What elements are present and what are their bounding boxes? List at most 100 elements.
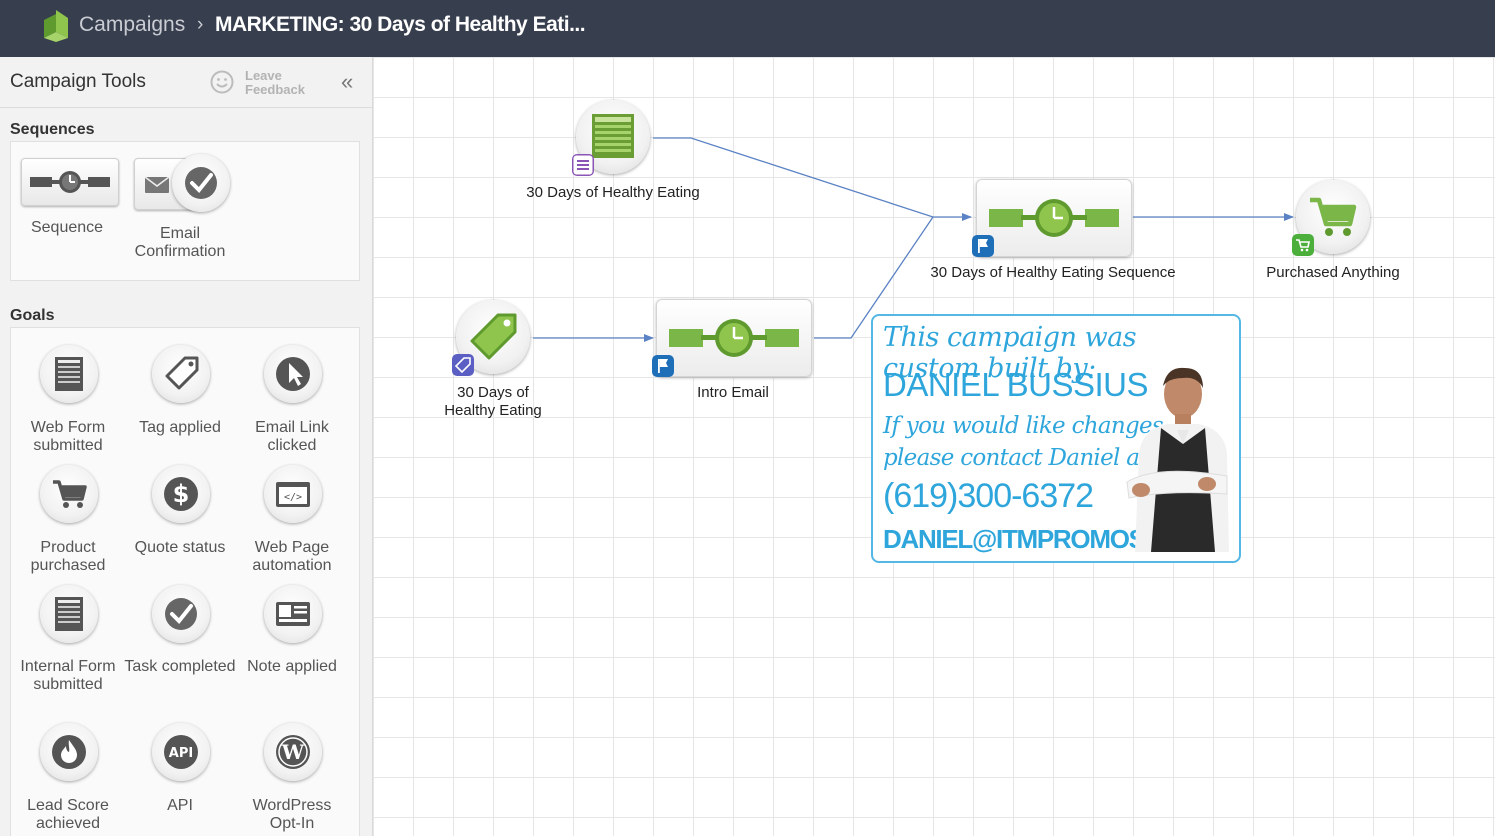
promo-heading: This campaign was custom built by: (883, 322, 1137, 384)
promo-text-line: please contact Daniel at: (883, 445, 1156, 471)
cart-icon (53, 480, 87, 508)
sidebar-title: Campaign Tools (10, 71, 146, 92)
tool-label: Lead Score achieved (27, 797, 109, 832)
campaign-builder-canvas[interactable]: 30 Days of Healthy Eating 30 Days of Hea… (373, 57, 1495, 836)
tool-api[interactable]: API API (124, 706, 236, 836)
node-label: Purchased Anything (1266, 264, 1400, 281)
web-form-icon (592, 114, 634, 158)
goals-panel: Web Form submitted Tag applied Email Lin… (10, 327, 360, 836)
tool-circle: W (264, 723, 322, 781)
promo-phone: (619)300-6372 (883, 477, 1094, 515)
tool-task-completed[interactable]: Task completed (124, 568, 236, 698)
connector-lines (533, 137, 1294, 342)
tool-circle (264, 345, 322, 403)
top-header: Campaigns › MARKETING: 30 Days of Health… (0, 0, 1495, 57)
node-label: 30 Days of Healthy Eating Sequence (930, 264, 1176, 281)
breadcrumb-current-campaign: MARKETING: 30 Days of Healthy Eati... (215, 13, 586, 36)
node-main-sequence[interactable] (972, 179, 1132, 257)
sequences-heading: Sequences (10, 121, 95, 138)
node-circle (456, 300, 530, 374)
wordpress-icon: W (276, 735, 310, 769)
flag-badge-icon (972, 235, 994, 257)
svg-text:API: API (169, 746, 193, 761)
tool-label: Note applied (247, 658, 337, 675)
tool-tag-applied[interactable]: Tag applied (124, 328, 236, 458)
checkmark-icon (185, 167, 217, 199)
cart-icon (1310, 197, 1357, 236)
tool-label: API (167, 797, 193, 814)
tool-label: Web Page automation (252, 539, 332, 574)
tag-icon (165, 356, 199, 390)
form-badge-icon (572, 154, 594, 176)
checkmark-icon (165, 598, 197, 630)
contact-card-icon (276, 602, 310, 626)
node-tag-goal[interactable] (452, 300, 532, 380)
node-label: 30 Days of Healthy Eating (526, 184, 700, 201)
web-form-icon (55, 357, 83, 391)
tool-sequence[interactable]: Sequence (11, 142, 123, 272)
tool-email-confirmation[interactable]: Email Confirmation (124, 142, 236, 272)
node-label: Intro Email (697, 384, 769, 401)
node-circle (576, 100, 650, 174)
tool-note-applied[interactable]: Note applied (236, 568, 348, 698)
promo-author-name: DANIEL BUSSIUS (883, 366, 1149, 403)
sidebar-header: Campaign Tools Leave Feedback « (0, 57, 372, 108)
svg-text:$: $ (173, 480, 190, 508)
sequence-clock-icon (30, 171, 110, 193)
tool-circle (40, 585, 98, 643)
tool-web-page-automation[interactable]: </> Web Page automation (236, 448, 348, 578)
cursor-icon (276, 357, 310, 391)
sequence-box (976, 179, 1132, 257)
tool-circle: $ (152, 465, 210, 523)
dollar-icon: $ (164, 477, 198, 511)
node-intro-sequence[interactable] (652, 299, 812, 377)
tool-label: Product purchased (30, 539, 106, 574)
tool-web-form-submitted[interactable]: Web Form submitted (12, 328, 124, 458)
web-page-code-icon: </> (276, 482, 310, 507)
tool-circle: API (152, 723, 210, 781)
node-webform-goal[interactable] (572, 100, 652, 180)
tool-wordpress-opt-in[interactable]: W WordPress Opt-In (236, 706, 348, 836)
leave-feedback-link[interactable]: Leave Feedback (245, 68, 305, 97)
sequences-panel: Sequence Email Confirmation (10, 141, 360, 281)
breadcrumb-separator: › (197, 14, 204, 35)
smiley-feedback-icon[interactable] (210, 70, 234, 94)
tag-icon (470, 313, 517, 360)
node-purchase-goal[interactable] (1292, 180, 1372, 260)
tool-circle (264, 585, 322, 643)
cart-badge-icon (1292, 234, 1314, 256)
breadcrumb-campaigns[interactable]: Campaigns (79, 13, 186, 36)
tool-product-purchased[interactable]: Product purchased (12, 448, 124, 578)
connector-webform-to-sequence (653, 137, 972, 221)
sequence-tile (21, 158, 119, 206)
sequence-clock-icon (989, 199, 1119, 237)
tool-email-link-clicked[interactable]: Email Link clicked (236, 328, 348, 458)
connector-intro-to-sequence (814, 216, 934, 339)
campaign-tools-sidebar: Campaign Tools Leave Feedback « Sequence… (0, 57, 373, 836)
tool-internal-form-submitted[interactable]: Internal Form submitted (12, 568, 124, 708)
tool-circle (40, 723, 98, 781)
goals-heading: Goals (10, 307, 55, 324)
email-confirmation-circle (172, 154, 230, 212)
tool-circle (152, 345, 210, 403)
tool-circle: </> (264, 465, 322, 523)
person-photo-icon (1126, 367, 1229, 552)
tag-badge-icon (452, 354, 474, 376)
tool-label: Quote status (134, 539, 226, 556)
tool-quote-status[interactable]: $ Quote status (124, 448, 236, 578)
tool-circle (40, 465, 98, 523)
collapse-sidebar-icon[interactable]: « (341, 69, 354, 94)
tool-lead-score-achieved[interactable]: Lead Score achieved (12, 706, 124, 836)
tool-label: Tag applied (139, 419, 221, 436)
custom-built-promo-card: This campaign was custom built by: DANIE… (871, 314, 1241, 563)
flag-badge-icon (652, 355, 674, 377)
svg-text:</>: </> (284, 492, 302, 503)
keap-logo-icon[interactable] (44, 10, 68, 42)
api-icon: API (164, 735, 198, 769)
tool-label: Email Confirmation (134, 225, 226, 260)
tool-circle (40, 345, 98, 403)
sequence-box (656, 299, 812, 377)
sequence-clock-icon (669, 319, 799, 357)
tool-label: Email Link clicked (255, 419, 329, 454)
promo-text-line: If you would like changes (883, 413, 1164, 439)
